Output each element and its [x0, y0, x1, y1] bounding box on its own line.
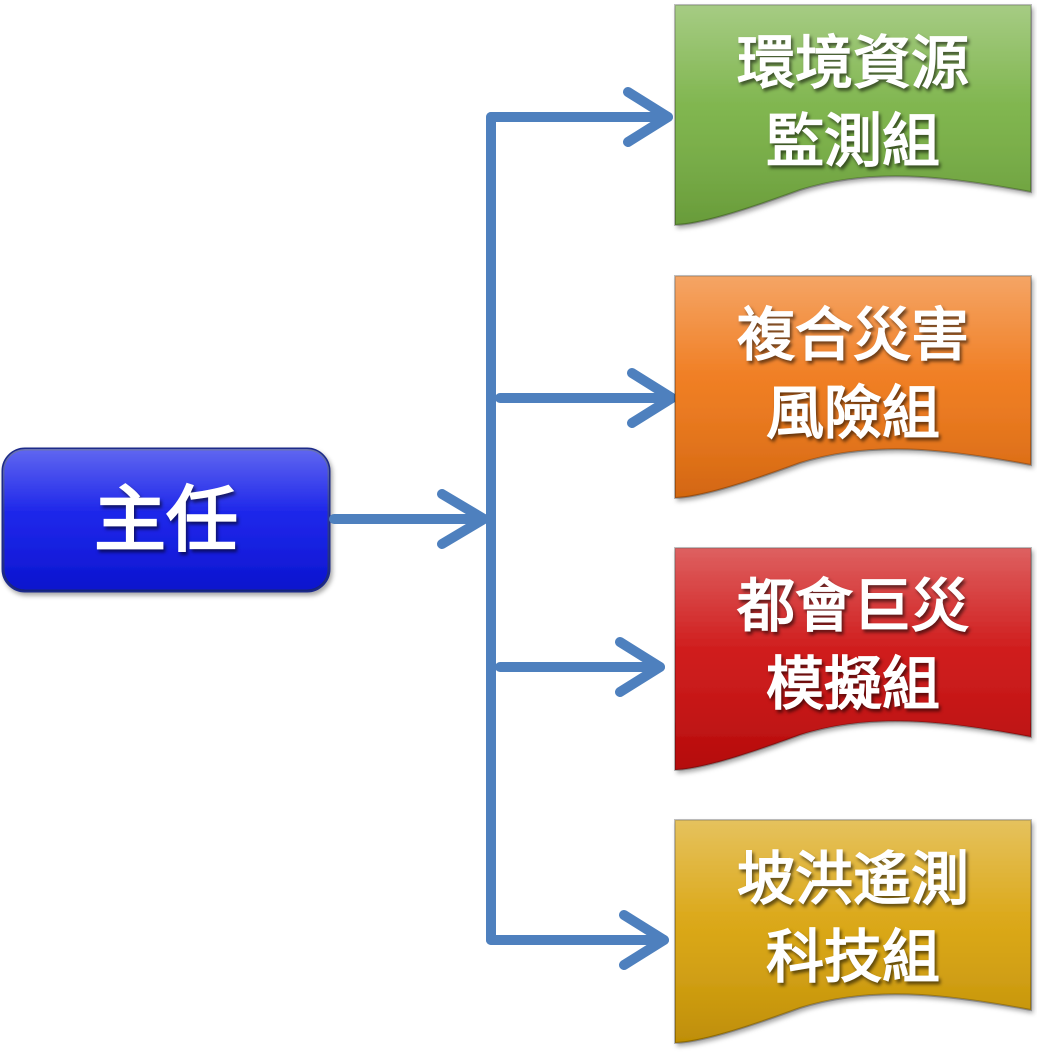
branch-arrowhead-4: [619, 910, 669, 970]
branch-arrowhead-1: [623, 87, 673, 147]
root-node: [1, 447, 331, 593]
group-box-gloss-2: [675, 276, 1031, 498]
connector-lines: [329, 87, 677, 970]
root-box-gloss: [3, 449, 329, 591]
group-box-gloss-1: [675, 5, 1031, 225]
branch-arrowhead-2: [627, 368, 677, 428]
group-box-gloss-4: [675, 820, 1031, 1043]
group-node-3: [674, 547, 1032, 772]
group-node-2: [674, 275, 1032, 500]
group-box-gloss-3: [675, 548, 1031, 770]
group-node-1: [674, 4, 1032, 227]
group-node-4: [674, 819, 1032, 1045]
root-arrowhead: [437, 489, 489, 549]
branch-arrowhead-3: [615, 637, 665, 697]
